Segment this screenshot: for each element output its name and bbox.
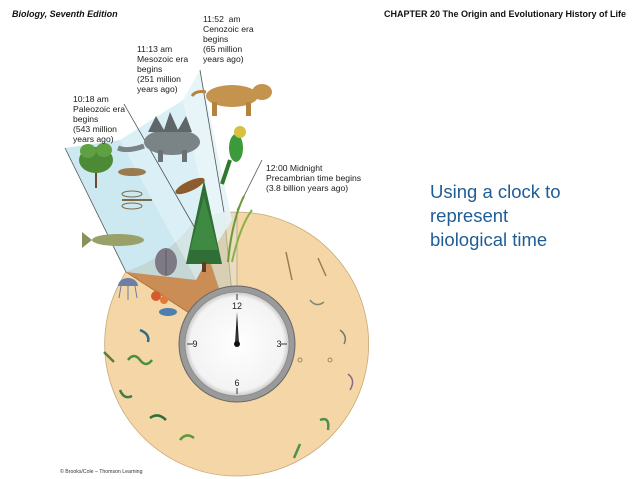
cenozoic-pointer-line <box>199 69 225 213</box>
mesozoic-label: 11:13 am Mesozoic era begins (251 millio… <box>137 44 189 94</box>
clock-hands <box>234 312 240 347</box>
slide-caption: Using a clock to represent biological ti… <box>430 181 561 250</box>
insect-illustration <box>118 168 205 195</box>
precambrian-label: 12:00 Midnight Precambrian time begins (… <box>266 163 362 193</box>
jellyfish-illustration <box>118 278 138 300</box>
ancient-organisms-illustration <box>103 251 354 459</box>
trilobite-illustration <box>155 248 177 276</box>
conifer-tree-illustration <box>186 180 222 272</box>
cenozoic-label: 11:52 am Cenozoic era begins (65 million… <box>203 14 254 64</box>
header-chapter-title: CHAPTER 20 The Origin and Evolutionary H… <box>383 9 626 19</box>
paleozoic-pointer-line <box>64 147 127 273</box>
sabertooth-cat-illustration <box>190 84 272 116</box>
dragonfly-illustration <box>121 190 152 210</box>
cenozoic-wedge <box>183 70 232 248</box>
mesozoic-pointer-line <box>123 103 197 231</box>
parrot-illustration <box>220 126 246 185</box>
coral-illustration <box>151 291 168 304</box>
clock-tick-marks <box>187 294 287 394</box>
tree-fern-illustration <box>79 143 113 188</box>
stegosaurus-illustration <box>117 112 200 162</box>
header-book-title: Biology, Seventh Edition <box>12 9 118 19</box>
clock-numeral-6: 6 <box>234 378 239 388</box>
clock-numeral-3: 3 <box>276 339 281 349</box>
paleozoic-wedge <box>65 140 196 280</box>
paleozoic-label: 10:18 am Paleozoic era begins (543 milli… <box>73 94 126 144</box>
clock-numeral-9: 9 <box>192 339 197 349</box>
grass-illustration <box>227 195 253 263</box>
clock-numeral-12: 12 <box>232 301 242 311</box>
fish-illustration <box>82 232 144 248</box>
copyright-notice: © Brooks/Cole – Thomson Learning <box>60 469 143 475</box>
small-fish-illustration <box>159 308 177 316</box>
